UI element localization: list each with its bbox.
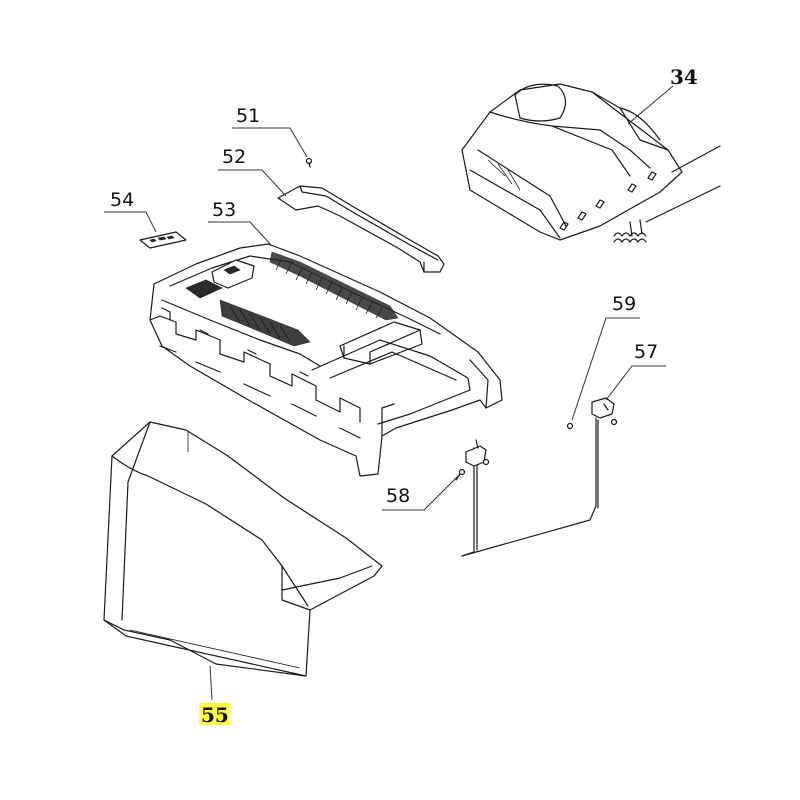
highlight-55 bbox=[199, 703, 229, 725]
label-34: 34 bbox=[670, 65, 698, 89]
leader-53 bbox=[208, 221, 273, 247]
part-59-pin[interactable] bbox=[566, 422, 574, 430]
part-51-screw[interactable] bbox=[305, 157, 313, 168]
leader-34 bbox=[627, 85, 674, 125]
label-54: 54 bbox=[110, 189, 134, 211]
label-53: 53 bbox=[212, 199, 236, 221]
part-52-handle-strip[interactable] bbox=[277, 185, 445, 273]
leader-58 bbox=[382, 475, 459, 511]
label-55: 55 bbox=[201, 703, 229, 727]
leader-55 bbox=[209, 665, 213, 701]
leader-51 bbox=[232, 127, 308, 158]
part-58-screw[interactable] bbox=[455, 468, 466, 481]
part-55-grass-bag[interactable] bbox=[103, 421, 383, 677]
part-54-label-plate[interactable] bbox=[139, 231, 187, 249]
leader-57 bbox=[605, 365, 666, 401]
label-59: 59 bbox=[612, 293, 636, 315]
part-53-housing[interactable] bbox=[149, 243, 503, 477]
leader-52 bbox=[218, 169, 287, 197]
label-52: 52 bbox=[222, 146, 246, 168]
label-57: 57 bbox=[634, 341, 658, 363]
part-wire-bracket[interactable] bbox=[461, 417, 599, 557]
part-57-clip[interactable] bbox=[591, 397, 618, 426]
label-51: 51 bbox=[236, 105, 260, 127]
part-34-engine-cover[interactable] bbox=[461, 83, 721, 243]
leader-54 bbox=[104, 211, 157, 233]
leader-59 bbox=[571, 317, 640, 421]
label-58: 58 bbox=[386, 485, 410, 507]
